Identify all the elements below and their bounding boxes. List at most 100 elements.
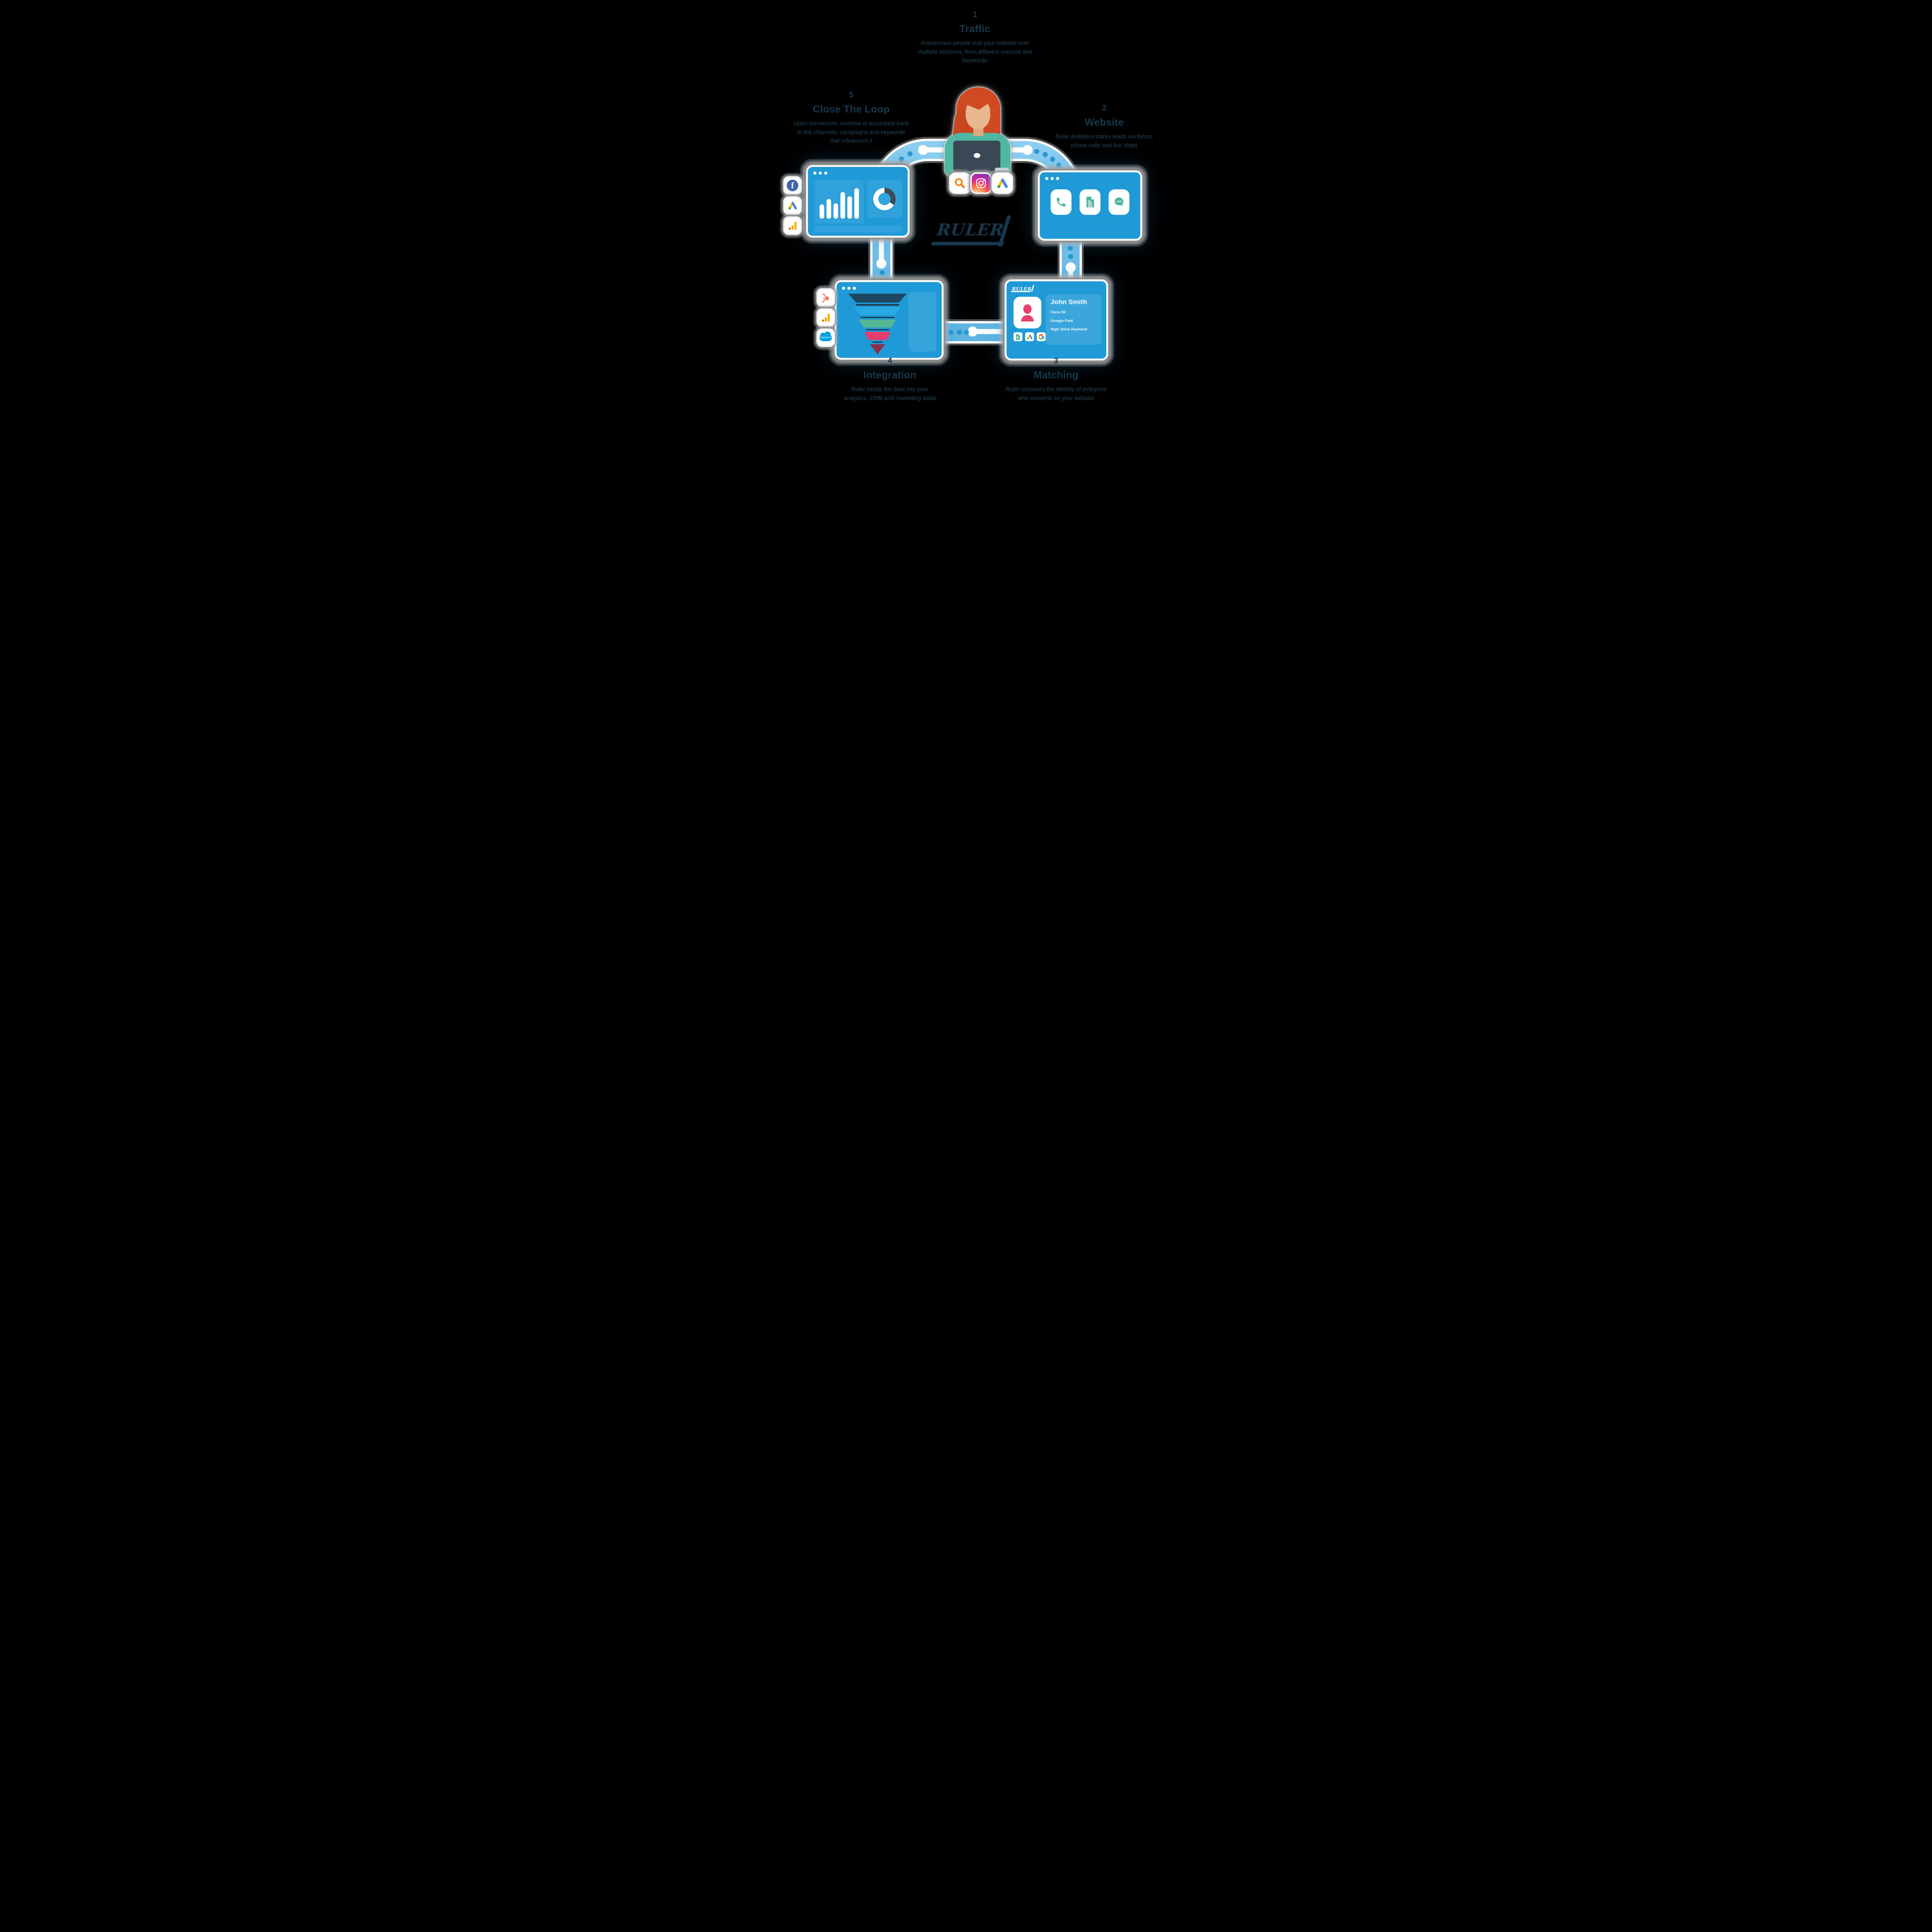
google-ads-tile [785, 198, 800, 213]
step-description: Ruler uncovers the identity of everyone … [1005, 386, 1107, 401]
funnel-layer [854, 307, 901, 315]
step-integration: 4 Integration Ruler sends the data into … [840, 356, 940, 403]
laptop-logo-dot [974, 153, 980, 158]
ruler-logo: RULER [931, 215, 1017, 253]
browser-dots [813, 172, 827, 175]
google-ads-tile [993, 174, 1012, 192]
traffic-source-icons [951, 174, 1012, 192]
bar [840, 192, 845, 219]
ribbon-dots [879, 149, 1073, 335]
bar [833, 203, 838, 219]
dashboard-footer-panel [814, 226, 902, 233]
step-description: Anonymous people visit your website over… [917, 40, 1032, 64]
ruler-logo-text: RULER [1012, 286, 1032, 292]
salesforce-icon: salesforce [820, 331, 832, 341]
lead-attribute: Google Paid [1051, 319, 1073, 323]
google-ads-icon [997, 179, 1008, 188]
salesforce-label: salesforce [820, 336, 832, 339]
funnel-connector [872, 341, 883, 343]
salesforce-tile: salesforce [818, 330, 833, 345]
step-title: Close The Loop [813, 103, 890, 115]
step-description: Ruler sends the data into your analytics… [844, 386, 936, 401]
live-chat-tile [1109, 189, 1129, 215]
hubspot-tile [818, 290, 833, 305]
step-number: 5 [849, 90, 854, 99]
live-chat-icon [1114, 197, 1124, 206]
visitor-neck [973, 128, 983, 136]
funnel-connector [866, 329, 889, 330]
lead-avatar-tile [1014, 297, 1041, 328]
lead-name: John Smith [1051, 298, 1087, 306]
google-ads-icon [1027, 334, 1032, 339]
bar [820, 204, 824, 219]
search-icon [955, 178, 965, 189]
step-description: Upon conversion, revenue is accurately b… [793, 120, 909, 144]
google-icon [1038, 334, 1044, 340]
funnel-connector [856, 304, 899, 306]
step-traffic: 1 Traffic Anonymous people visit your we… [916, 10, 1034, 65]
google-analytics-tile [818, 310, 833, 325]
step-website: 2 Website Ruler Analytics tracks leads v… [1051, 104, 1158, 150]
instagram-tile [972, 174, 990, 192]
laptop [953, 141, 1000, 172]
ruler-logo-underline [1011, 291, 1031, 292]
funnel-layer [870, 344, 885, 355]
step-title: Matching [1033, 369, 1079, 381]
lead-source-icons [1014, 332, 1046, 341]
lead-capture-icons [1040, 189, 1140, 215]
ruler-logo-text: RULER [936, 220, 1005, 239]
bar [827, 199, 831, 219]
instagram-icon [976, 178, 986, 188]
lead-attribute: Form fill [1051, 310, 1066, 315]
browser-dots [1045, 177, 1059, 180]
ribbon-node [968, 327, 978, 337]
bar-chart [820, 185, 859, 219]
lead-attribute: High Value Keyword [1051, 327, 1087, 332]
step-title: Website [1085, 116, 1124, 128]
integration-stack-icons: salesforce [818, 290, 833, 345]
phone-tile [1051, 189, 1071, 215]
facebook-icon: f [787, 180, 798, 191]
ruler-analytics-loop-infographic: RULER 1 Traffic Anonymous people visit y… [670, 0, 1262, 424]
google-ads-icon [788, 202, 797, 210]
close-loop-dashboard-card [808, 167, 908, 236]
step-number: 4 [888, 356, 892, 365]
matching-lead-card: RULER John Smith Form fill Google Paid H… [1007, 281, 1106, 359]
form-tile [1014, 332, 1022, 341]
step-matching: 3 Matching Ruler uncovers the identity o… [1005, 356, 1107, 403]
person-avatar-icon [1021, 304, 1034, 321]
step-description: Ruler Analytics tracks leads via forms, … [1055, 133, 1153, 149]
bar-chart-panel [814, 180, 864, 223]
google-analytics-icon [821, 313, 830, 322]
hubspot-icon [822, 293, 829, 303]
search-tile [951, 174, 969, 192]
close-loop-channel-icons: f [785, 178, 800, 233]
ruler-card-logo: RULER [1011, 285, 1034, 293]
integration-side-panel [908, 292, 936, 352]
funnel-chart [847, 294, 908, 355]
donut-panel [867, 180, 902, 218]
funnel-layer [864, 332, 891, 340]
google-ads-tile [1025, 332, 1034, 341]
step-title: Traffic [959, 23, 991, 34]
form-icon [1086, 197, 1094, 207]
step-close-the-loop: 5 Close The Loop Upon conversion, revenu… [792, 90, 910, 146]
website-visitor-illustration [945, 87, 1010, 180]
ribbon-node [1022, 145, 1032, 155]
website-browser-card [1040, 172, 1140, 239]
integration-funnel-card [837, 282, 942, 358]
funnel-layer [848, 294, 907, 303]
step-number: 2 [1102, 104, 1107, 112]
facebook-tile: f [785, 178, 800, 193]
donut-chart [873, 188, 896, 210]
google-analytics-tile [785, 218, 800, 233]
ruler-logo-underline [931, 242, 1004, 245]
browser-dots [842, 287, 856, 290]
funnel-layer [859, 319, 896, 328]
step-title: Integration [863, 369, 917, 381]
laptop-tray [995, 168, 1009, 173]
form-icon [1016, 334, 1020, 340]
lead-info-panel: John Smith Form fill Google Paid High Va… [1046, 294, 1102, 345]
step-number: 1 [973, 10, 977, 19]
funnel-connector [861, 316, 895, 318]
